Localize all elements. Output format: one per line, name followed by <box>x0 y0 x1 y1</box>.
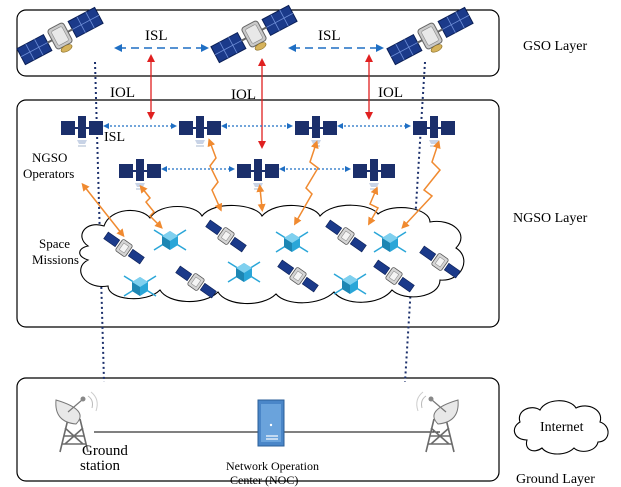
gso-satellite-icon <box>208 2 302 71</box>
isl-label-top-right: ISL <box>318 28 341 44</box>
iol-label-left: IOL <box>110 85 135 101</box>
feeder-link <box>256 184 266 212</box>
feeder-link <box>139 184 163 229</box>
isl-label-top-left: ISL <box>145 28 168 44</box>
ngso-operators-label: NGSO Operators <box>23 150 74 181</box>
gso-layer-label: GSO Layer <box>523 39 587 54</box>
ngso-satellite-icon <box>60 115 104 147</box>
satellite-dish-icon <box>415 391 459 453</box>
ngso-satellite-icon <box>178 115 222 147</box>
noc-label: Network Operation Center (NOC) <box>226 459 322 487</box>
ground-layer-label: Ground Layer <box>516 472 595 487</box>
ngso-satellite-icon <box>118 158 162 190</box>
ground-layer-box <box>16 377 500 482</box>
ground-gso-link-left <box>94 61 105 383</box>
ngso-satellite-icon <box>352 158 396 190</box>
iol-label-center: IOL <box>231 87 256 103</box>
ground-station-label: Ground station <box>80 443 132 474</box>
isl-label-middle: ISL <box>104 130 125 145</box>
feeder-link <box>81 182 125 238</box>
gso-satellite-icon <box>384 4 478 73</box>
ngso-satellite-icon <box>412 115 456 147</box>
ngso-satellite-icon <box>236 158 280 190</box>
ngso-layer-label: NGSO Layer <box>513 211 588 226</box>
ngso-satellite-icon <box>294 115 338 147</box>
feeder-link <box>294 140 319 226</box>
space-missions-label: Space Missions <box>32 236 79 267</box>
feeder-link <box>207 138 223 212</box>
cloud-icon <box>513 400 609 455</box>
iol-label-right: IOL <box>378 85 403 101</box>
gso-satellite-icon <box>14 4 108 73</box>
server-icon <box>257 399 285 447</box>
feeder-link <box>368 186 380 226</box>
internet-label: Internet <box>540 420 584 435</box>
feeder-link <box>401 140 442 229</box>
space-missions-cloud <box>79 204 465 305</box>
